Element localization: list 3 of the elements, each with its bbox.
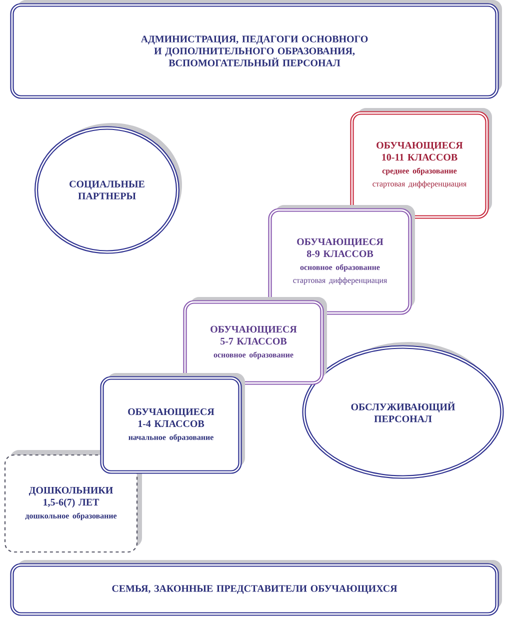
rounded-box: СЕМЬЯ, ЗАКОННЫЕ ПРЕДСТАВИТЕЛИ ОБУЧАЮЩИХСЯ: [10, 560, 502, 616]
node-label: ОБСЛУЖИВАЮЩИЙ ПЕРСОНАЛ: [351, 402, 456, 422]
rounded-box: АДМИНИСТРАЦИЯ, ПЕДАГОГИ ОСНОВНОГО И ДОПОЛНИТЕЛЬНОГО ОБРАЗОВАНИЯ, ВСПОМОГАТЕЛЬНЫЙ ПЕРСОНАЛ: [10, 0, 502, 99]
